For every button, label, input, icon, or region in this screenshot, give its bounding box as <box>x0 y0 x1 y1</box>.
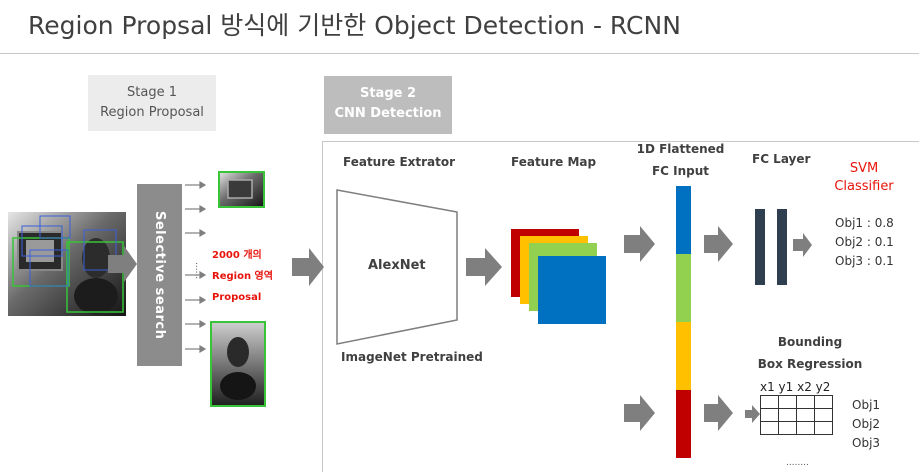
fc-input-line2: FC Input <box>628 160 733 182</box>
bbox-line2: Box Regression <box>740 353 880 375</box>
selective-search-label: Selective search <box>137 184 182 366</box>
bbox-object-label: Obj2 <box>852 415 880 434</box>
arrow-to-feature-map <box>466 248 502 286</box>
fc-input-line1: 1D Flattened <box>628 138 733 160</box>
arrow-to-fc-input <box>624 226 655 262</box>
class-scores: Obj1 : 0.8 Obj2 : 0.1 Obj3 : 0.1 <box>835 214 894 271</box>
class-score: Obj1 : 0.8 <box>835 214 894 233</box>
bbox-object-label: Obj3 <box>852 434 880 453</box>
bbox-regression-label: Bounding Box Regression <box>740 331 880 375</box>
bbox-more-dots: ........ <box>786 458 809 468</box>
feature-map-label: Feature Map <box>511 155 596 169</box>
region-crop-top <box>219 172 264 207</box>
bbox-object-label: Obj1 <box>852 396 880 415</box>
svm-line2: Classifier <box>829 178 899 196</box>
bbox-grid-row <box>761 422 833 435</box>
bbox-object-labels: Obj1 Obj2 Obj3 <box>852 396 880 453</box>
class-score: Obj2 : 0.1 <box>835 233 894 252</box>
bbox-grid <box>760 395 833 435</box>
fc-input-label: 1D Flattened FC Input <box>628 138 733 182</box>
alexnet-label: AlexNet <box>368 258 426 273</box>
arrow-to-fc-input-bottom <box>624 395 655 431</box>
arrow-to-classifier <box>793 233 812 257</box>
region-dots: ...... <box>197 262 203 279</box>
svm-classifier-label: SVM Classifier <box>829 160 899 196</box>
region-proposal-label: 2000 개의 Region 영역 Proposal <box>212 245 273 308</box>
imagenet-pretrained-label: ImageNet Pretrained <box>341 350 483 364</box>
fc-layer-bars <box>755 209 787 285</box>
region-proposal-line1: 2000 개의 <box>212 245 273 266</box>
class-score: Obj3 : 0.1 <box>835 252 894 271</box>
arrow-to-fc-layer <box>704 226 733 262</box>
svm-line1: SVM <box>829 160 899 178</box>
feature-extractor-label: Feature Extrator <box>343 155 455 169</box>
fc-input-bar <box>676 186 691 458</box>
region-proposal-line3: Proposal <box>212 287 273 308</box>
region-crop-bottom <box>211 322 265 406</box>
feature-map-stack <box>511 229 606 324</box>
arrow-to-bbox-grid <box>745 405 760 423</box>
bbox-columns-label: x1 y1 x2 y2 <box>760 380 830 394</box>
bbox-line1: Bounding <box>740 331 880 353</box>
region-proposal-line2: Region 영역 <box>212 266 273 287</box>
arrow-to-bbox-regression <box>704 395 733 431</box>
arrow-to-alexnet <box>292 248 324 286</box>
bbox-grid-row <box>761 409 833 422</box>
fc-layer-label: FC Layer <box>752 152 810 166</box>
bbox-grid-row <box>761 396 833 409</box>
